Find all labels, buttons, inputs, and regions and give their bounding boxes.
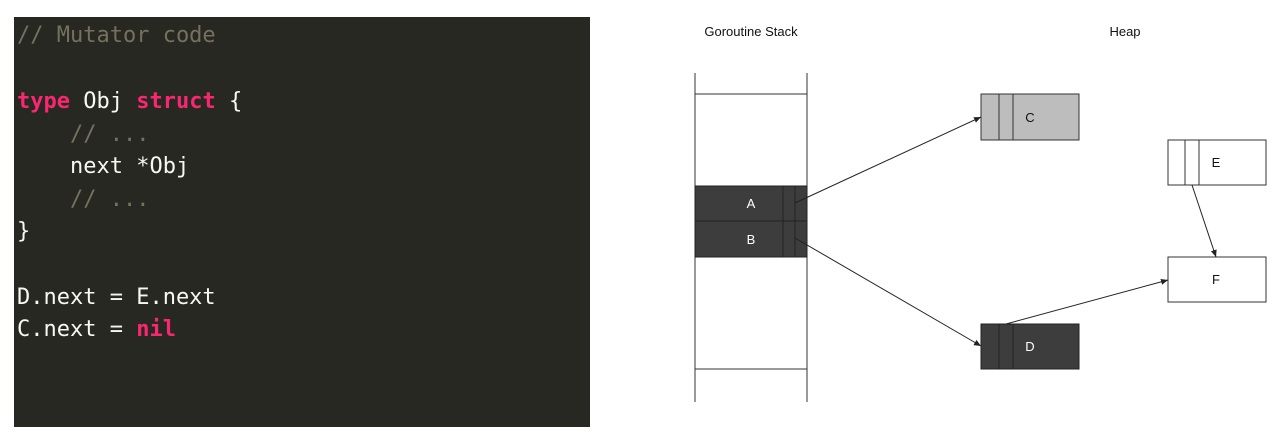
- code-token-plain: {: [215, 89, 243, 114]
- code-line-d-next-assign: D.next = E.next: [17, 282, 216, 314]
- code-token-comment: // Mutator code: [17, 23, 216, 48]
- stack-title: Goroutine Stack: [704, 24, 798, 39]
- code-token-plain: next *Obj: [17, 154, 190, 179]
- code-line-comment: // ...: [17, 184, 149, 216]
- goroutine-stack: A B: [694, 73, 808, 402]
- pointer-arrow-a-to-c: [794, 116, 982, 204]
- code-token-plain: }: [17, 219, 31, 244]
- stack-slot-b-label: B: [747, 232, 756, 247]
- code-line-field-next: next *Obj: [17, 151, 189, 183]
- heap-object-d-label: D: [1025, 339, 1034, 354]
- heap-object-e: E: [1167, 139, 1267, 186]
- code-line-comment-header: // Mutator code: [17, 20, 216, 52]
- pointer-arrows: [794, 116, 1217, 347]
- code-token-comment: // ...: [17, 122, 150, 147]
- code-token-keyword: struct: [136, 89, 216, 114]
- code-token-plain: D.next = E.next: [17, 285, 216, 310]
- stack-slot-a-label: A: [747, 196, 756, 211]
- code-token-plain: C.next =: [17, 317, 137, 342]
- heap-object-d: D: [980, 323, 1080, 370]
- heap-object-c: C: [980, 93, 1080, 141]
- code-token-comment: // ...: [17, 187, 150, 212]
- code-line-c-next-nil: C.next = nil: [17, 314, 176, 346]
- pointer-arrow-e-to-f: [1191, 184, 1217, 258]
- code-token-keyword: nil: [136, 317, 176, 342]
- code-line-type-decl: type Obj struct {: [17, 86, 242, 118]
- heap-object-e-label: E: [1212, 155, 1221, 170]
- heap-object-c-label: C: [1025, 110, 1034, 125]
- code-token-plain: Obj: [69, 89, 137, 114]
- code-token-keyword: type: [17, 89, 70, 114]
- code-line-comment: // ...: [17, 119, 149, 151]
- heap-title: Heap: [1109, 24, 1140, 39]
- pointer-arrow-b-to-d: [794, 237, 982, 347]
- stack-slot-b: B: [694, 220, 808, 258]
- heap-object-f: F: [1167, 256, 1267, 303]
- heap-object-f-label: F: [1212, 272, 1220, 287]
- stack-slot-a: A: [694, 185, 808, 222]
- pointer-arrow-d-to-f: [1005, 278, 1169, 325]
- code-panel: // Mutator code type Obj struct { // ...…: [14, 17, 590, 427]
- code-line-close-brace: }: [17, 216, 30, 248]
